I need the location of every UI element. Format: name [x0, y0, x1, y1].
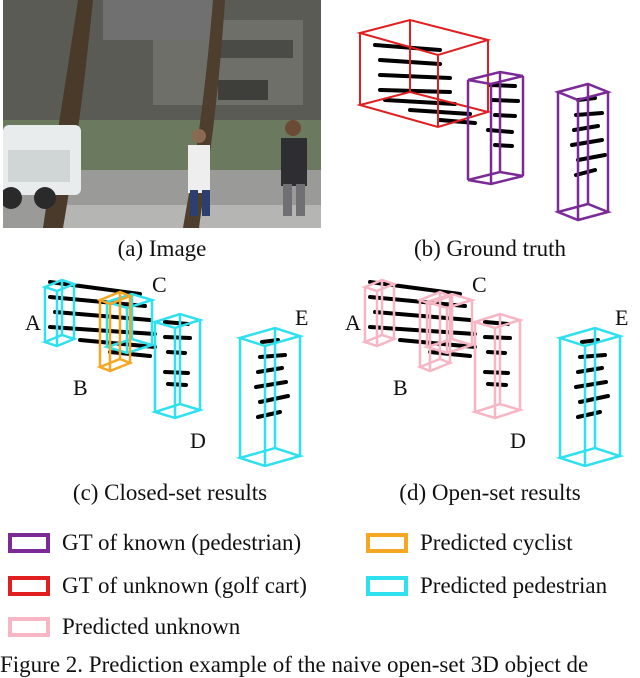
- object-label-c: C: [152, 272, 167, 297]
- ground-truth-panel: [340, 0, 640, 232]
- legend-label: Predicted pedestrian: [420, 573, 608, 598]
- street-photo: [3, 0, 321, 228]
- panel-b-caption: (b) Ground truth: [413, 236, 567, 261]
- legend-label: Predicted unknown: [62, 614, 241, 639]
- legend-swatch: [8, 533, 50, 553]
- panel-d-caption: (d) Open-set results: [399, 480, 581, 505]
- object-label-a: A: [25, 310, 41, 335]
- legend-label: GT of known (pedestrian): [62, 530, 302, 555]
- object-label-d: D: [510, 428, 526, 453]
- object-label-e: E: [295, 305, 309, 330]
- object-label-e: E: [615, 305, 629, 330]
- ground-truth-plot: [356, 18, 612, 222]
- legend-predicted-pedestrian: Predicted pedestrian: [366, 573, 607, 599]
- legend-swatch: [8, 576, 50, 596]
- object-label-d: D: [190, 428, 206, 453]
- closed-set-plot: [41, 278, 305, 468]
- legend-predicted-unknown: Predicted unknown: [8, 614, 240, 640]
- legend-swatch: [366, 576, 408, 596]
- panel-c-caption: (c) Closed-set results: [72, 480, 268, 505]
- object-label-b: B: [73, 375, 88, 400]
- open-set-panel: A B C D E: [340, 272, 640, 472]
- closed-set-panel: A B C D E: [20, 272, 320, 472]
- legend-gt-known: GT of known (pedestrian): [8, 530, 301, 556]
- legend-label: Predicted cyclist: [420, 530, 573, 555]
- legend-label: GT of unknown (golf cart): [62, 573, 307, 598]
- legend-swatch: [8, 617, 50, 637]
- legend-predicted-cyclist: Predicted cyclist: [366, 530, 573, 556]
- object-label-c: C: [472, 272, 487, 297]
- panel-a-caption: (a) Image: [117, 236, 207, 261]
- object-label-b: B: [393, 375, 408, 400]
- legend-gt-unknown: GT of unknown (golf cart): [8, 573, 307, 599]
- figure-caption: Figure 2. Prediction example of the naiv…: [0, 652, 589, 677]
- open-set-plot: [361, 278, 625, 468]
- legend-swatch: [366, 533, 408, 553]
- photo-panel: [3, 0, 321, 228]
- object-label-a: A: [345, 310, 361, 335]
